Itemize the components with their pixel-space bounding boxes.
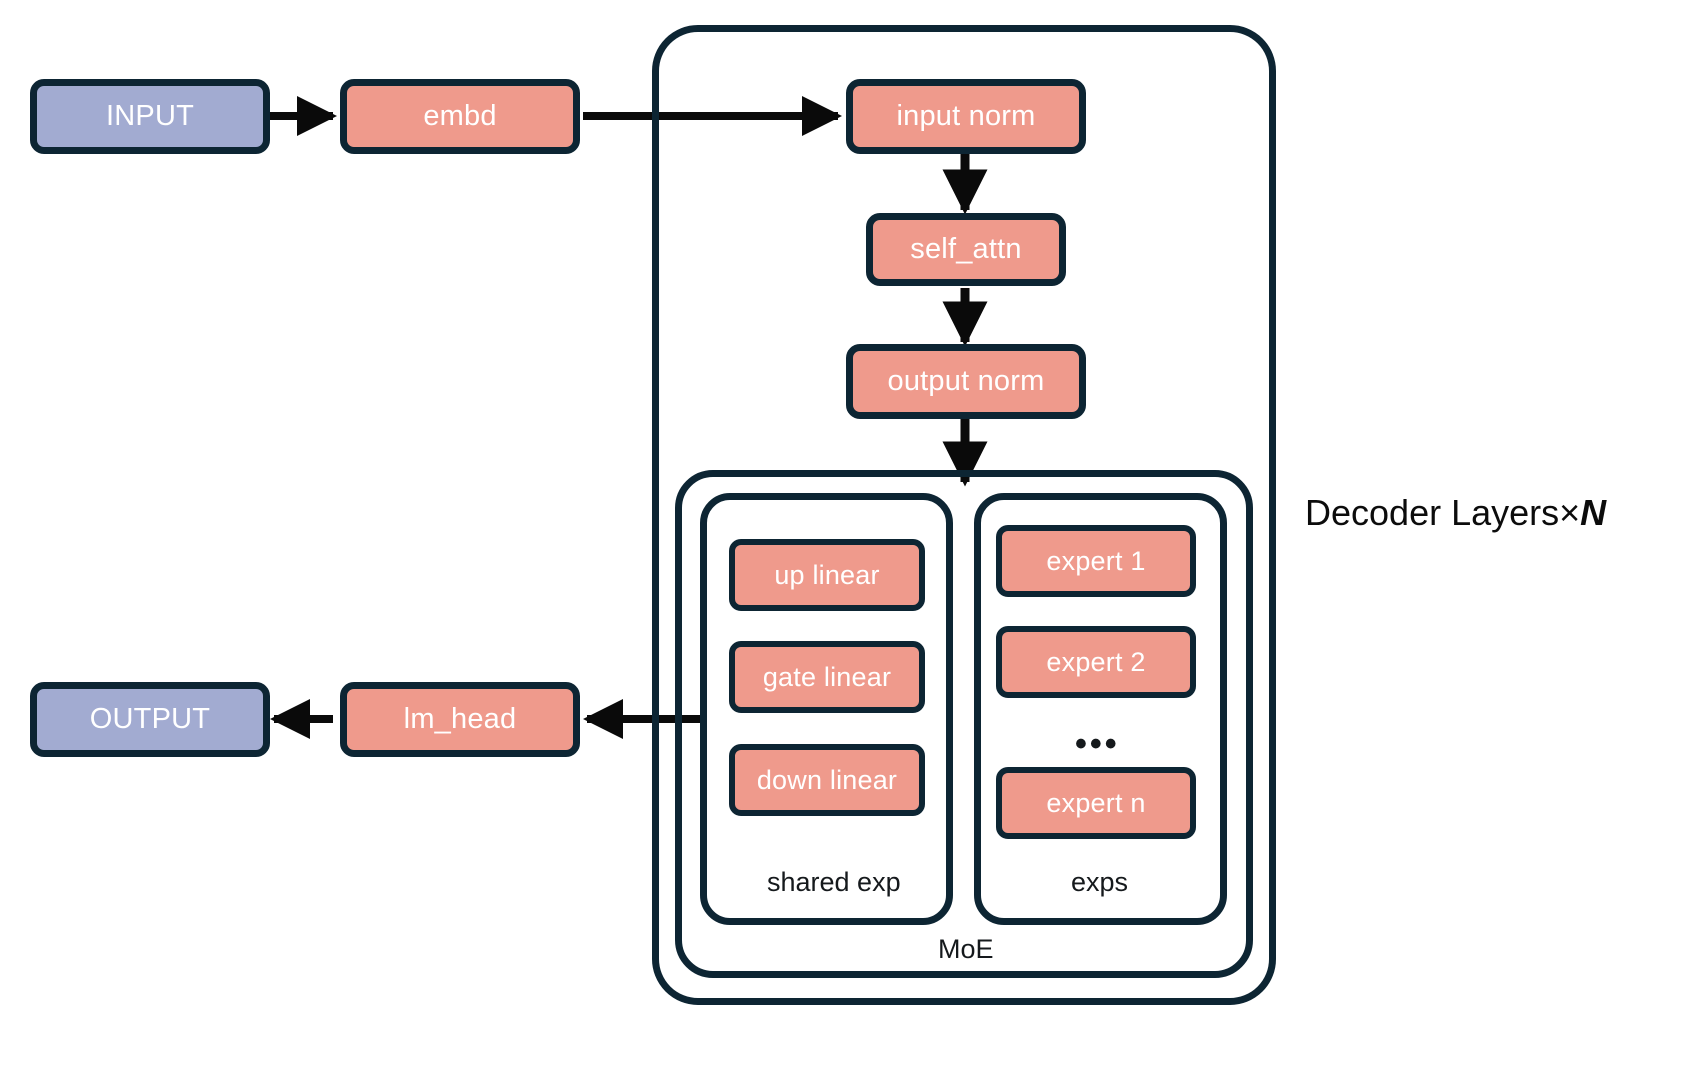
node-output-norm-label: output norm [887, 365, 1045, 397]
node-expert-2[interactable]: expert 2 [996, 626, 1196, 698]
decoder-layers-label: Decoder Layers×N [1305, 495, 1606, 531]
node-self-attn-label: self_attn [910, 233, 1022, 265]
node-up-linear[interactable]: up linear [729, 539, 925, 611]
node-expert-1-label: expert 1 [1046, 545, 1146, 576]
decoder-layers-container [652, 25, 1276, 1005]
experts-ellipsis: ••• [1075, 725, 1120, 763]
node-self-attn[interactable]: self_attn [866, 213, 1066, 286]
node-expert-n-label: expert n [1046, 787, 1146, 818]
node-output-label: OUTPUT [89, 703, 211, 735]
node-expert-1[interactable]: expert 1 [996, 525, 1196, 597]
node-input-label: INPUT [106, 100, 194, 132]
decoder-layers-repeat-symbol: N [1580, 492, 1607, 533]
moe-container [675, 470, 1253, 978]
node-embd[interactable]: embd [340, 79, 580, 154]
moe-caption: MoE [938, 934, 994, 964]
node-input-norm-label: input norm [896, 100, 1036, 132]
node-lm-head[interactable]: lm_head [340, 682, 580, 757]
node-expert-n[interactable]: expert n [996, 767, 1196, 839]
node-input[interactable]: INPUT [30, 79, 270, 154]
node-expert-2-label: expert 2 [1046, 646, 1146, 677]
node-lm-head-label: lm_head [403, 703, 517, 735]
exps-caption: exps [1071, 867, 1129, 897]
shared-expert-group [700, 493, 953, 925]
node-gate-linear[interactable]: gate linear [729, 641, 925, 713]
node-down-linear[interactable]: down linear [729, 744, 925, 816]
shared-exp-caption: shared exp [767, 867, 901, 897]
experts-group [974, 493, 1227, 925]
node-output[interactable]: OUTPUT [30, 682, 270, 757]
node-down-linear-label: down linear [756, 764, 898, 795]
decoder-layers-label-prefix: Decoder Layers× [1305, 492, 1581, 533]
node-output-norm[interactable]: output norm [846, 344, 1086, 419]
node-up-linear-label: up linear [774, 559, 880, 590]
node-embd-label: embd [423, 100, 497, 132]
node-gate-linear-label: gate linear [762, 661, 892, 692]
node-input-norm[interactable]: input norm [846, 79, 1086, 154]
